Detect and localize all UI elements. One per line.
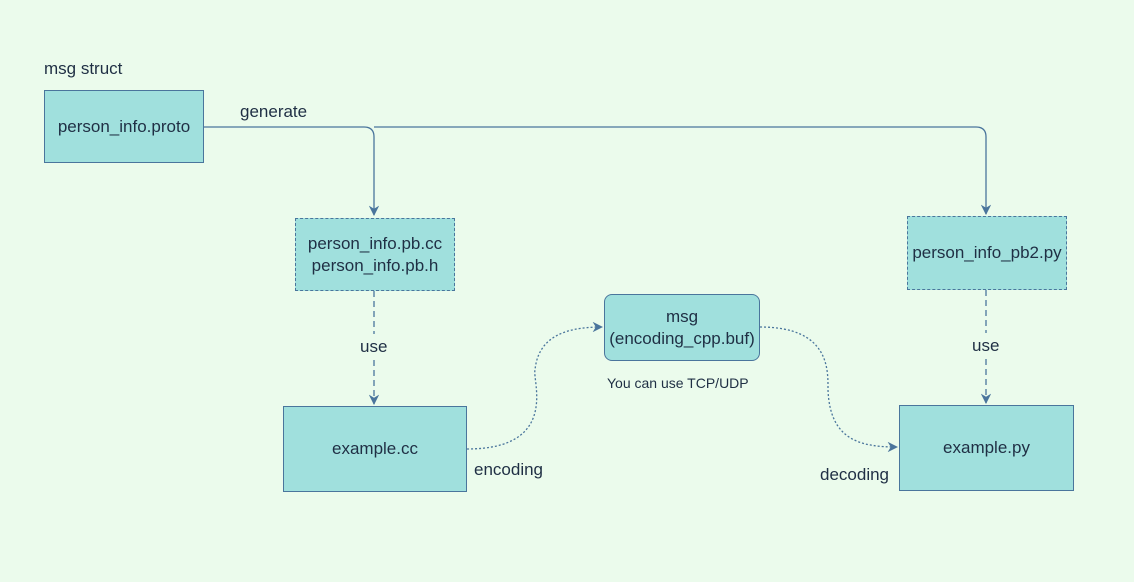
node-message-line2: (encoding_cpp.buf): [609, 328, 755, 348]
msg-struct-label: msg struct: [44, 59, 123, 78]
node-cpp-line1: person_info.pb.cc: [307, 233, 443, 253]
node-proto-file[interactable]: person_info.proto: [44, 90, 204, 163]
use-label-left: use: [360, 337, 388, 356]
node-example-cc-label: example.cc: [332, 439, 418, 458]
node-py-generated-label: person_info_pb2.py: [912, 243, 1062, 262]
node-example-py[interactable]: example.py: [899, 405, 1074, 491]
node-proto-label: person_info.proto: [57, 116, 191, 136]
edge-proto-to-py: [374, 126, 992, 216]
decoding-label: decoding: [820, 465, 890, 484]
node-cpp-generated[interactable]: person_info.pb.cc person_info.pb.h: [295, 218, 455, 291]
node-example-py-label: example.py: [943, 438, 1030, 457]
edge-proto-to-cpp: [204, 126, 380, 217]
node-message[interactable]: msg (encoding_cpp.buf): [604, 294, 760, 361]
use-label-right: use: [972, 336, 1000, 355]
node-example-cc[interactable]: example.cc: [283, 406, 467, 492]
generate-label: generate: [240, 102, 308, 121]
encoding-label: encoding: [474, 460, 544, 479]
edge-encoding: [466, 321, 604, 450]
node-py-generated[interactable]: person_info_pb2.py: [907, 216, 1067, 290]
edge-decoding: [759, 326, 899, 453]
node-message-line1: msg: [665, 306, 699, 326]
node-cpp-line2: person_info.pb.h: [311, 255, 439, 275]
transport-note: You can use TCP/UDP: [607, 375, 749, 391]
